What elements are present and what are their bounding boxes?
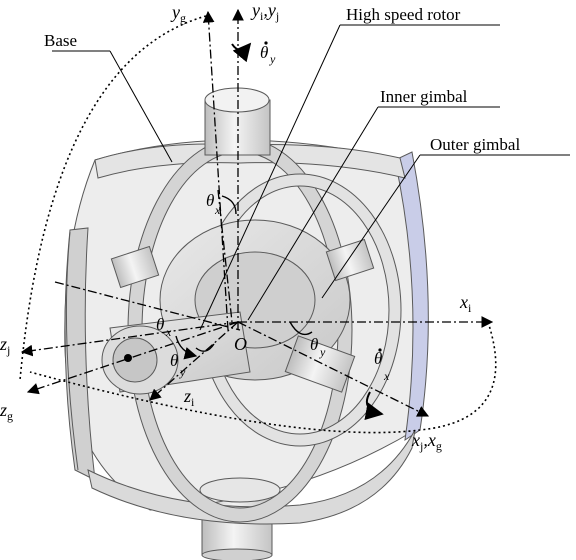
dotted-arcs xyxy=(19,15,497,434)
rotor-center-dot xyxy=(124,354,132,362)
inner-gimbal-label: Inner gimbal xyxy=(380,87,468,106)
axis-label-zj: zj xyxy=(0,334,10,357)
axis-zj xyxy=(20,321,239,357)
svg-text:θ: θ xyxy=(310,335,318,354)
svg-text:x: x xyxy=(165,325,172,339)
origin-label: O xyxy=(234,334,247,354)
axis-label-yi-yj: yi,yj xyxy=(250,0,279,23)
axis-label-zi: zi xyxy=(183,386,195,409)
angle-dot-x: θ x xyxy=(374,348,390,383)
rotor-spin-axis xyxy=(54,281,241,331)
arc-yg-zg xyxy=(19,15,207,381)
axis-label-zg: zg xyxy=(0,400,13,423)
angle-theta-y-right: θ y xyxy=(310,335,326,359)
angle-theta-x-left: θ x xyxy=(156,315,172,339)
outer-gimbal-label: Outer gimbal xyxy=(430,135,520,154)
rotor-label: High speed rotor xyxy=(346,5,461,24)
gyroscope-body xyxy=(64,87,429,560)
svg-text:θ: θ xyxy=(260,43,268,62)
svg-text:x: x xyxy=(383,369,390,383)
axis-zi xyxy=(149,321,239,401)
theta-y-left-arc xyxy=(195,343,215,352)
svg-text:y: y xyxy=(319,345,326,359)
angle-dot-y: θ y xyxy=(260,41,276,66)
svg-text:θ: θ xyxy=(170,351,178,370)
base-label: Base xyxy=(44,31,77,50)
rotor-axle xyxy=(101,311,251,395)
axis-label-yg: yg xyxy=(170,2,186,25)
axis-label-xj-xg: xj,xg xyxy=(411,430,442,453)
svg-text:y: y xyxy=(179,365,186,379)
rotation-arrows xyxy=(175,42,384,420)
leader-lines xyxy=(52,24,570,331)
arc-xi-xj xyxy=(29,321,497,434)
theta-x-left-arc xyxy=(175,335,198,360)
theta-x-dot-arrow xyxy=(364,391,384,420)
theta-y-right-arc xyxy=(289,321,313,336)
axis-xj xyxy=(237,321,430,417)
inner-vertical-axis xyxy=(217,189,233,323)
svg-text:y: y xyxy=(269,52,276,66)
theta-x-top-arc xyxy=(221,195,237,215)
theta-y-dot-arrow xyxy=(231,42,252,63)
angle-theta-x-top: θ x xyxy=(206,191,221,217)
svg-text:θ: θ xyxy=(156,315,164,334)
svg-text:θ: θ xyxy=(206,191,214,210)
axis-zg xyxy=(26,321,239,395)
svg-text:θ: θ xyxy=(374,349,382,368)
axis-label-xi: xi xyxy=(459,292,472,315)
angle-theta-y-left: θ y xyxy=(170,351,186,379)
bottom-bearing xyxy=(199,477,281,503)
svg-text:x: x xyxy=(214,203,221,217)
